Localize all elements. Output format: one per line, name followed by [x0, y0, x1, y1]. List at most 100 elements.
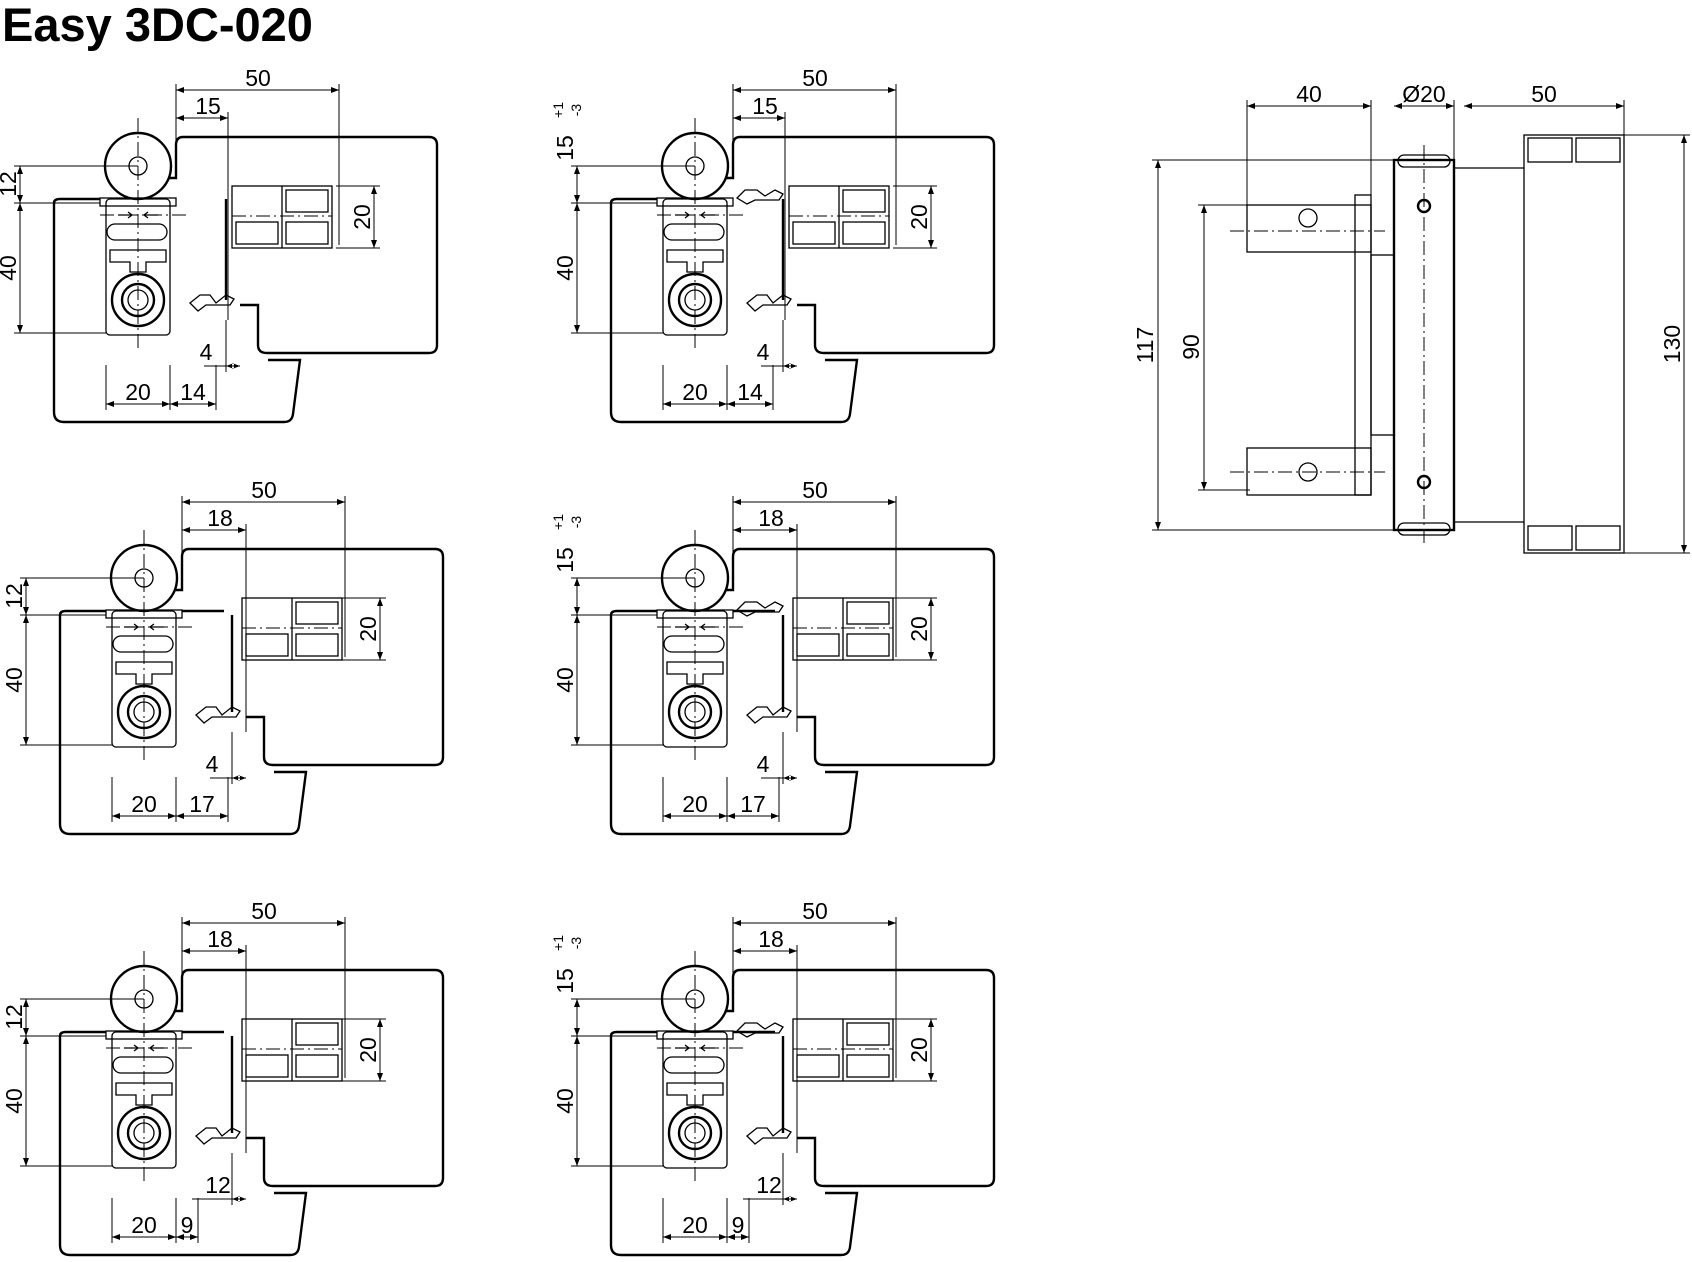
frame-hinge-pocket [842, 189, 886, 213]
door-leaf-outline [609, 203, 859, 424]
dimension-text-inner: 18 [758, 505, 784, 531]
bushing-inner-circle [684, 1122, 706, 1144]
dimension-text-left-upper: 15 [552, 547, 578, 573]
frame-profile-outline [189, 547, 445, 767]
frame-plate-pocket [1527, 137, 1573, 163]
frame-hinge-pocket [285, 221, 329, 245]
dimension-text-bottom-right: 14 [737, 379, 763, 405]
bushing-inner-circle [133, 1122, 155, 1144]
dimension-text-bottom-right: 17 [189, 791, 215, 817]
dimension-text-left-lower: 40 [0, 255, 21, 281]
dimension-text-bottom-left: 20 [682, 1212, 708, 1238]
frame-plate [1523, 134, 1625, 554]
hinge-barrel-middle [1370, 254, 1395, 436]
frame-plate-pocket [1575, 525, 1621, 551]
frame-hinge-pocket [846, 633, 890, 657]
dimension-text-inner: 18 [207, 926, 233, 952]
door-leaf-top-edge [609, 197, 657, 204]
frame-profile-outline [189, 968, 445, 1188]
dimension-text-right: 20 [355, 1037, 381, 1063]
bushing-inner-circle [133, 701, 155, 723]
door-leaf-outline [609, 615, 859, 836]
dimension-arrowheads [23, 999, 29, 1036]
seal-gasket-profile [746, 706, 792, 724]
dimension-text-width-right: 50 [1531, 81, 1557, 107]
dimension-text-bottom-small: 12 [205, 1172, 231, 1198]
seal-gasket-profile [746, 1127, 792, 1145]
tolerance-plus: +1 [550, 102, 566, 118]
dimension-text-top: 50 [802, 477, 828, 503]
dimension-text-inner: 18 [207, 505, 233, 531]
bushing-inner-circle [684, 289, 706, 311]
dimension-arrowheads [783, 775, 797, 781]
dimension-arrowheads [232, 1196, 246, 1202]
frame-profile-outline [740, 547, 996, 767]
frame-hinge-pocket [295, 601, 339, 625]
door-leaf-top-edge [609, 1030, 657, 1037]
frame-hinge-pocket [846, 1054, 890, 1078]
bushing-middle-circle [126, 694, 162, 730]
dimension-text-bottom-small: 4 [200, 339, 213, 365]
frame-hinge-pocket [796, 1054, 840, 1078]
dimension-text-top: 50 [802, 65, 828, 91]
bushing-inner-circle [127, 289, 149, 311]
door-leaf-outline [52, 203, 302, 424]
door-hinge-flange [105, 609, 183, 619]
hinge-web [115, 661, 173, 685]
dimension-arrowheads [783, 1196, 797, 1202]
door-plate-upper [1246, 204, 1372, 253]
bushing-middle-circle [120, 282, 156, 318]
dimension-arrowheads [783, 363, 797, 369]
frame-hinge-pocket [792, 221, 836, 245]
dimension-text-right: 20 [906, 616, 932, 642]
frame-hinge-pocket [846, 1022, 890, 1046]
door-leaf-outline [58, 615, 308, 836]
tolerance-plus: +1 [550, 514, 566, 530]
frame-hinge-pocket [846, 601, 890, 625]
dimension-arrowheads [574, 166, 580, 203]
seal-gasket-profile [735, 189, 784, 205]
door-hinge-flange [105, 1030, 183, 1040]
tolerance-plus: +1 [550, 935, 566, 951]
seal-gasket-profile [195, 1127, 241, 1145]
frame-profile-outline [183, 135, 439, 355]
bushing-outer-circle [116, 684, 172, 740]
door-hinge-flange [656, 1030, 734, 1040]
frame-hinge-pocket [796, 633, 840, 657]
door-hinge-flange [99, 197, 177, 207]
bushing-middle-circle [677, 694, 713, 730]
dimension-text-bottom-small: 4 [757, 751, 770, 777]
adjustment-slot [663, 223, 725, 241]
frame-hinge-pocket [245, 1054, 289, 1078]
bushing-inner-circle [684, 701, 706, 723]
door-leaf-top-edge [52, 197, 100, 204]
dimension-text-bottom-left: 20 [125, 379, 151, 405]
dimension-text-left-lower: 40 [1, 1088, 27, 1114]
door-plate-spine [1354, 194, 1372, 496]
dimension-text-bottom-left: 20 [131, 1212, 157, 1238]
seal-gasket-profile [746, 294, 792, 312]
door-hinge-body [662, 1031, 728, 1169]
dimension-text-top: 50 [251, 898, 277, 924]
seal-gasket-profile [735, 1022, 784, 1038]
dimension-text-top: 50 [802, 898, 828, 924]
dimension-text-left-upper: 15 [552, 135, 578, 161]
dimension-text-bottom-left: 20 [682, 791, 708, 817]
bushing-outer-circle [667, 272, 723, 328]
hinge-web [666, 249, 724, 273]
frame-hinge-pocket [235, 221, 279, 245]
adjustment-slot [106, 223, 168, 241]
frame-hinge-pocket [295, 1054, 339, 1078]
door-hinge-body [105, 198, 171, 336]
frame-hinge-pocket [245, 633, 289, 657]
dimension-arrowheads [106, 401, 170, 407]
dimension-text-bottom-right: 9 [181, 1212, 194, 1238]
hinge-web [666, 1082, 724, 1106]
dimension-text-height-inner: 90 [1178, 334, 1204, 360]
adjustment-slot [663, 635, 725, 653]
dimension-text-left-lower: 40 [552, 667, 578, 693]
dimension-text-diameter: Ø20 [1402, 81, 1445, 107]
dimension-text-right: 20 [355, 616, 381, 642]
